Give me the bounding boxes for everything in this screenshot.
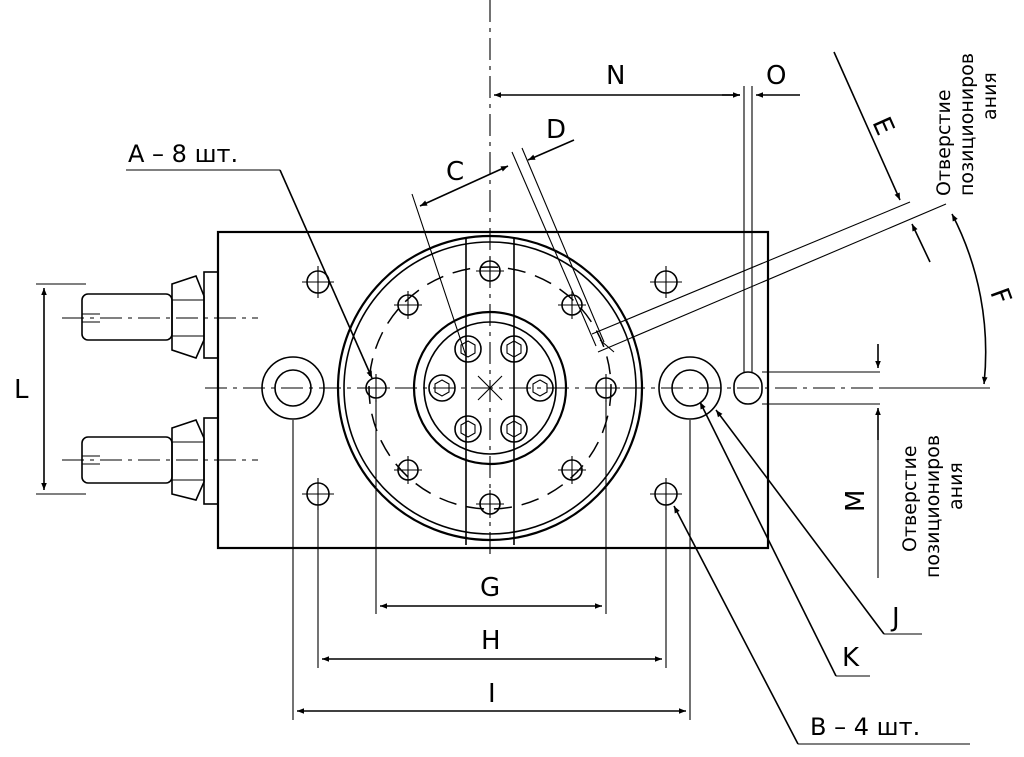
dimension-o: O [722, 61, 800, 98]
label-h: H [481, 626, 501, 656]
label-f: F [983, 284, 1016, 308]
label-i: I [488, 679, 496, 709]
note-side-line2: позициониров [922, 435, 944, 578]
dimension-l: L [14, 283, 86, 495]
label-b: B – 4 шт. [810, 713, 920, 741]
label-o: O [766, 61, 786, 91]
dimension-h: H [317, 506, 667, 668]
dimension-d: D [527, 115, 575, 161]
label-d: D [546, 115, 566, 145]
dimension-n: N [494, 61, 753, 372]
note-side-line1: Отверстие [899, 445, 921, 552]
label-n: N [606, 61, 625, 91]
leader-j: J [715, 409, 922, 635]
note-top-line2: позициониров [956, 53, 978, 196]
note-side-line3: ания [945, 462, 967, 510]
label-a: A – 8 шт. [128, 140, 238, 168]
label-c: C [446, 157, 464, 187]
label-m: M [841, 490, 871, 512]
note-positioning-hole-top: Отверстие позициониров ания [933, 53, 1001, 196]
dimension-m: M [841, 344, 881, 578]
leader-b: B – 4 шт. [673, 505, 970, 745]
note-positioning-hole-side: Отверстие позициониров ания [899, 435, 967, 578]
note-top-line3: ания [979, 72, 1001, 120]
dimension-i: I [292, 420, 691, 720]
adjust-screw-bottom [81, 417, 219, 505]
counterbore-holes [261, 356, 722, 420]
base-plate [216, 230, 770, 550]
label-k: K [842, 643, 860, 673]
dimension-c: C [411, 147, 605, 357]
positioning-slot [733, 371, 880, 405]
note-top-line1: Отверстие [933, 89, 955, 196]
leader-a: A – 8 шт. [126, 140, 373, 379]
center-screws [428, 335, 554, 443]
holes-a [362, 257, 620, 518]
label-j: J [890, 603, 900, 633]
adjust-screw-top [81, 271, 219, 359]
dimension-f: F [880, 213, 1017, 389]
label-e: E [866, 113, 900, 140]
label-l: L [14, 375, 29, 405]
label-g: G [480, 573, 500, 603]
leader-k: K [699, 401, 870, 677]
dimension-g: G [375, 400, 607, 614]
